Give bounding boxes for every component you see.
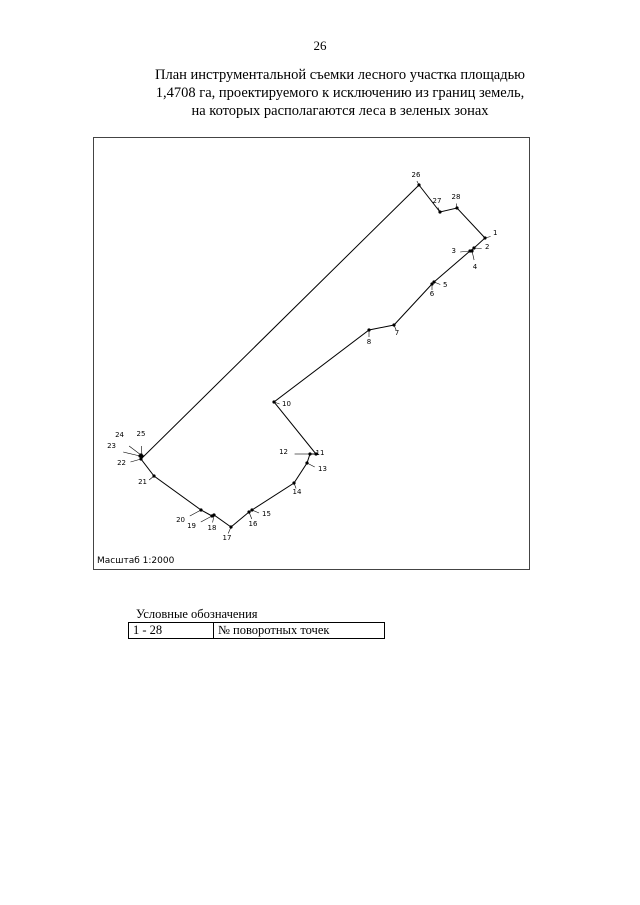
point-label-22: 22 bbox=[117, 459, 126, 467]
point-label-15: 15 bbox=[262, 510, 271, 518]
point-label-21: 21 bbox=[138, 478, 147, 486]
point-leader-21 bbox=[148, 475, 155, 481]
title-line-2: 1,4708 га, проектируемого к исключению и… bbox=[155, 85, 525, 101]
point-label-11: 11 bbox=[316, 449, 325, 457]
point-leader-26 bbox=[416, 180, 420, 186]
point-label-14: 14 bbox=[293, 488, 302, 496]
title-line-1: План инструментальной съемки лесного уча… bbox=[154, 67, 526, 83]
point-label-16: 16 bbox=[249, 520, 258, 528]
point-leader-25 bbox=[141, 445, 143, 457]
point-leader-20 bbox=[189, 509, 202, 517]
scale-label: Масштаб 1:2000 bbox=[97, 556, 175, 566]
legend-table: 1 - 28 № поворотных точек bbox=[128, 622, 385, 639]
turning-point-14 bbox=[292, 481, 296, 485]
point-leader-28 bbox=[456, 203, 458, 209]
point-leader-3 bbox=[460, 250, 471, 253]
document-title: План инструментальной съемки лесного уча… bbox=[100, 66, 580, 120]
turning-point-8 bbox=[367, 328, 371, 332]
turning-point-11 bbox=[314, 452, 318, 456]
point-leader-27 bbox=[437, 207, 441, 213]
turning-point-7 bbox=[392, 323, 396, 327]
turning-point-13 bbox=[305, 461, 309, 465]
legend-meaning: № поворотных точек bbox=[213, 622, 385, 639]
title-line-3: на которых располагаются леса в зеленых … bbox=[191, 103, 489, 119]
point-leader-11 bbox=[315, 453, 319, 455]
point-leader-10 bbox=[273, 401, 280, 405]
point-label-28: 28 bbox=[452, 193, 461, 201]
page-number: 26 bbox=[313, 38, 327, 53]
point-leader-2 bbox=[473, 247, 482, 249]
point-leader-22 bbox=[130, 458, 142, 463]
point-label-8: 8 bbox=[367, 338, 371, 346]
point-label-17: 17 bbox=[223, 534, 232, 542]
legend-symbol: 1 - 28 bbox=[128, 622, 214, 639]
point-label-24: 24 bbox=[115, 431, 124, 439]
point-label-2: 2 bbox=[485, 243, 489, 251]
turning-point-5 bbox=[432, 280, 436, 284]
point-leader-1 bbox=[484, 236, 491, 239]
point-label-20: 20 bbox=[176, 516, 185, 524]
point-leader-18 bbox=[212, 514, 215, 523]
point-label-12: 12 bbox=[279, 448, 288, 456]
point-label-27: 27 bbox=[433, 197, 442, 205]
point-leader-13 bbox=[306, 462, 315, 468]
point-label-10: 10 bbox=[282, 400, 291, 408]
point-label-3: 3 bbox=[452, 247, 456, 255]
point-leader-16 bbox=[248, 511, 253, 520]
point-label-26: 26 bbox=[412, 171, 421, 179]
point-label-23: 23 bbox=[107, 442, 116, 450]
point-leader-23 bbox=[123, 451, 141, 457]
point-label-7: 7 bbox=[395, 329, 399, 337]
point-leader-4 bbox=[471, 250, 475, 261]
plot-boundary-line bbox=[140, 184, 486, 528]
point-leader-19 bbox=[200, 515, 213, 523]
legend-title: Условные обозначения bbox=[136, 607, 258, 621]
point-leader-17 bbox=[227, 526, 232, 534]
point-leader-14 bbox=[293, 482, 297, 489]
point-label-1: 1 bbox=[493, 229, 497, 237]
point-leader-5 bbox=[433, 281, 441, 285]
turning-point-10 bbox=[272, 400, 276, 404]
point-leader-7 bbox=[393, 324, 397, 331]
point-label-5: 5 bbox=[443, 281, 447, 289]
turning-point-6 bbox=[430, 282, 434, 286]
point-label-18: 18 bbox=[208, 524, 217, 532]
point-leader-15 bbox=[251, 509, 260, 514]
point-label-13: 13 bbox=[318, 465, 327, 473]
point-label-25: 25 bbox=[137, 430, 146, 438]
point-leader-24 bbox=[128, 445, 142, 456]
point-label-6: 6 bbox=[430, 290, 435, 298]
point-label-4: 4 bbox=[473, 263, 478, 271]
legend-row: 1 - 28 № поворотных точек bbox=[128, 622, 385, 639]
point-label-19: 19 bbox=[187, 522, 196, 530]
